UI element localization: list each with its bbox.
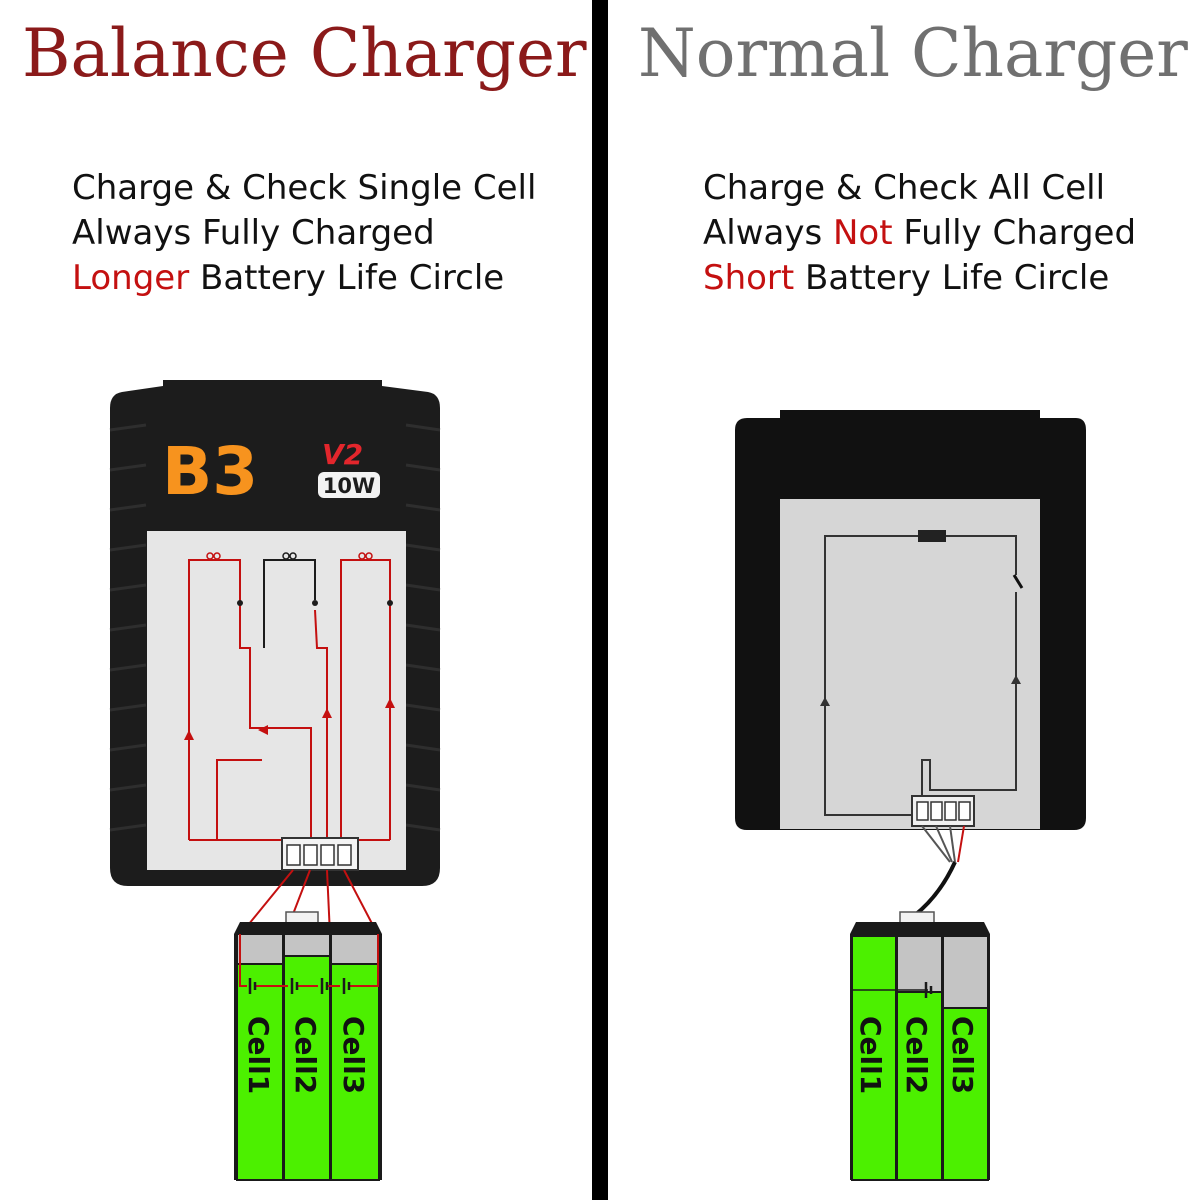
brand-logo: B3 — [162, 433, 258, 510]
feature-text: Charge & Check Single Cell — [72, 168, 537, 208]
cell-terminals — [248, 978, 351, 994]
normal-feature-line-3: Short Battery Life Circle — [703, 256, 1136, 301]
normal-cell-1 — [851, 935, 897, 1181]
feature-highlight: Longer — [72, 258, 190, 298]
vent-ridges-left — [109, 423, 441, 832]
main-lead — [913, 861, 957, 917]
balance-feature-line-1: Charge & Check Single Cell — [72, 166, 536, 211]
normal-cell-2 — [896, 935, 943, 1181]
normal-charger-device — [735, 410, 1086, 917]
cell-balance-wiring — [239, 934, 379, 987]
balance-feature-list: Charge & Check Single Cell Always Fully … — [72, 166, 536, 301]
balance-feature-line-2: Always Fully Charged — [72, 211, 536, 256]
normal-feature-line-2: Always Not Fully Charged — [703, 211, 1136, 256]
resistor-symbols — [206, 552, 373, 560]
feature-text: Always — [703, 213, 833, 253]
feature-text: Fully Charged — [892, 213, 1137, 253]
brand-power: 10W — [323, 474, 375, 498]
feature-text: Always Fully Charged — [72, 213, 435, 253]
cell-label: Cell3 — [946, 1016, 979, 1094]
feature-highlight: Not — [833, 213, 893, 253]
normal-cell-3 — [942, 935, 989, 1181]
normal-charger-title: Normal Charger — [638, 15, 1188, 92]
balance-charger-device: B3 V2 10W — [109, 380, 441, 936]
balance-charger-title: Balance Charger — [22, 15, 587, 92]
cell-label: Cell1 — [854, 1016, 887, 1094]
balance-control-wiring — [263, 559, 316, 648]
current-arrows — [184, 698, 395, 740]
feature-highlight: Short — [703, 258, 795, 298]
balance-feature-line-3: Longer Battery Life Circle — [72, 256, 536, 301]
balance-battery-pack: Cell1 Cell2 Cell3 — [234, 911, 382, 1181]
feature-text: Charge & Check All Cell — [703, 168, 1106, 208]
fuse-symbol — [918, 530, 946, 542]
power-badge — [318, 472, 380, 498]
panel-divider — [592, 0, 608, 1200]
feature-text: Battery Life Circle — [189, 258, 505, 298]
switch-symbol — [1012, 574, 1024, 589]
normal-battery-pack: Cell1 Cell2 Cell3 — [850, 911, 990, 1181]
brand-version: V2 — [322, 438, 363, 471]
cell-label: Cell2 — [900, 1016, 933, 1094]
cell-label: Cell2 — [289, 1016, 322, 1094]
feature-text: Battery Life Circle — [794, 258, 1110, 298]
cell-label: Cell3 — [337, 1016, 370, 1094]
balance-cell-2 — [283, 933, 331, 1181]
balance-cell-3 — [330, 933, 380, 1181]
cell-label: Cell1 — [242, 1016, 275, 1094]
balance-cell-1 — [236, 933, 284, 1181]
normal-feature-line-1: Charge & Check All Cell — [703, 166, 1136, 211]
normal-feature-list: Charge & Check All Cell Always Not Fully… — [703, 166, 1136, 301]
normal-leads — [921, 825, 965, 863]
normal-circuit — [824, 535, 1017, 816]
circuit-nodes — [237, 600, 393, 606]
